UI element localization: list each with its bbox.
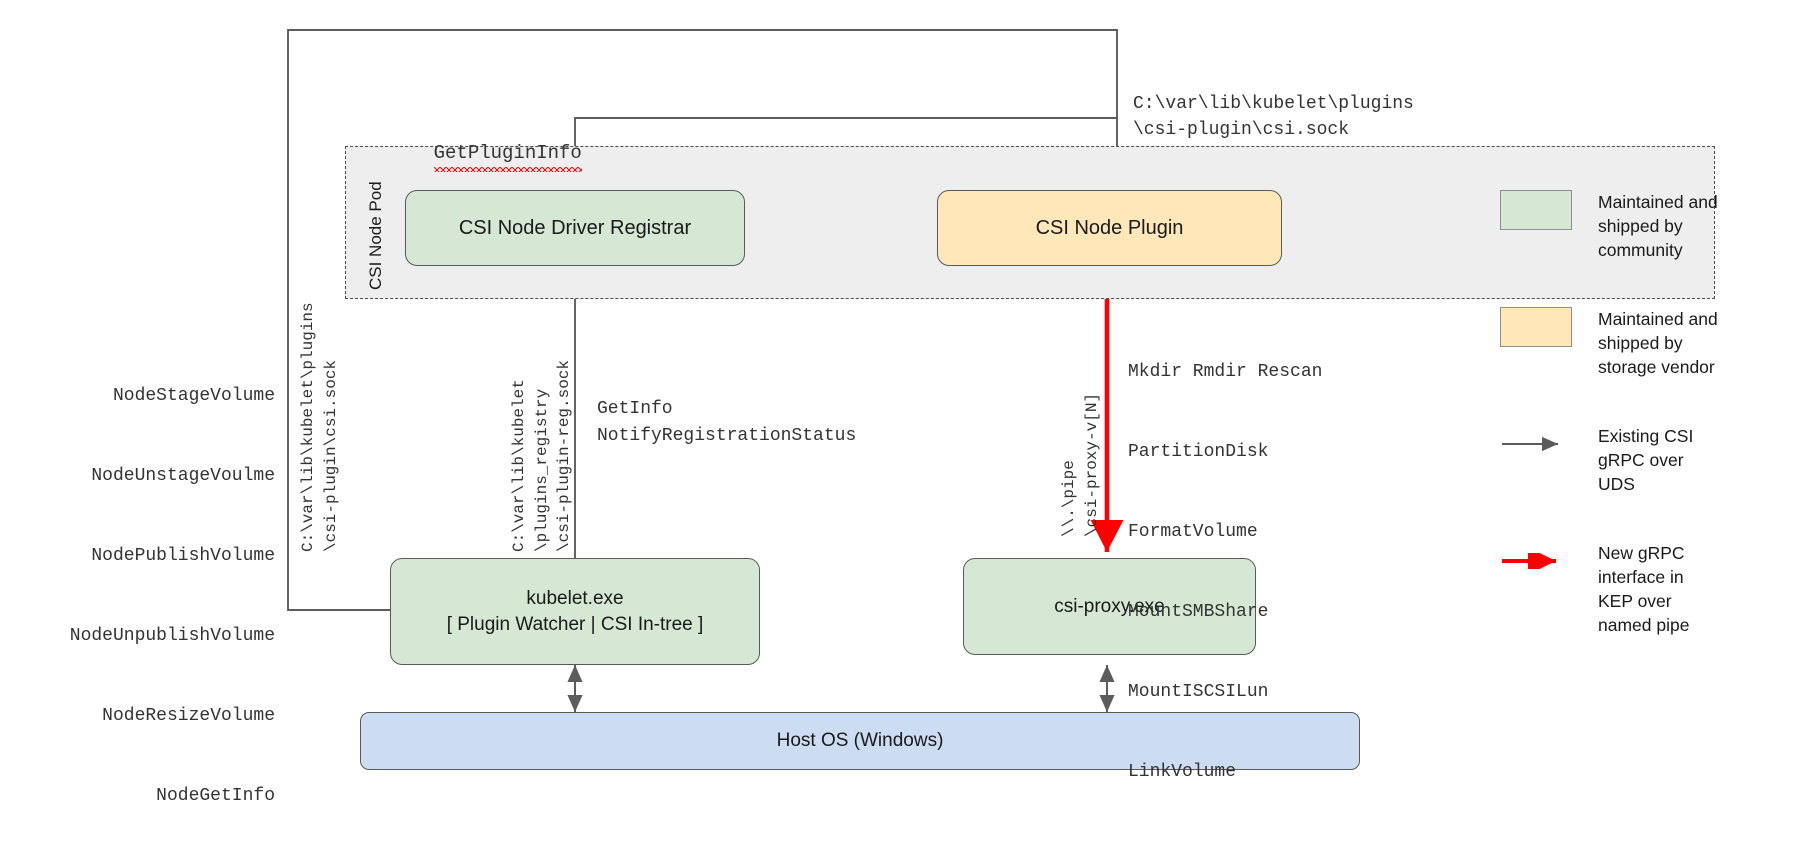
label-named-pipe-vertical: \\.\pipe \csi-proxy-v[N] <box>1060 392 1101 537</box>
node-csi-node-plugin[interactable]: CSI Node Plugin <box>937 190 1282 266</box>
node-csi-node-driver-registrar-label: CSI Node Driver Registrar <box>458 216 692 239</box>
node-csi-node-driver-registrar[interactable]: CSI Node Driver Registrar <box>405 190 745 266</box>
csi-node-rpc-item: NodeResizeVolume <box>102 705 275 726</box>
csi-node-rpc-item: NodeUnstageVoulme <box>91 466 275 487</box>
legend-arrow-gray-icon <box>1500 424 1572 464</box>
csi-node-pod-label: CSI Node Pod <box>366 181 385 290</box>
node-csi-proxy-exe-label: csi-proxy.exe <box>1054 595 1165 617</box>
legend-label-new-grpc: New gRPC interface in KEP over named pip… <box>1598 542 1690 635</box>
node-kubelet-exe[interactable]: kubelet.exe [ Plugin Watcher | CSI In-tr… <box>390 558 760 665</box>
csi-proxy-api-item: MountSMBShare <box>1128 601 1269 622</box>
node-kubelet-exe-sublabel: [ Plugin Watcher | CSI In-tree ] <box>446 613 704 635</box>
label-plugin-socket-path: C:\var\lib\kubelet\plugins \csi-plugin\c… <box>1133 94 1414 140</box>
csi-node-rpc-item: NodeGetInfo <box>156 785 275 806</box>
node-host-os-label: Host OS (Windows) <box>776 730 944 752</box>
label-registry-socket-vertical: C:\var\lib\kubelet \plugins_registry \cs… <box>510 359 574 552</box>
node-csi-node-plugin-label: CSI Node Plugin <box>1035 216 1184 239</box>
legend-arrow-red-icon <box>1500 541 1572 581</box>
label-kubelet-csi-socket-vertical: C:\var\lib\kubelet\plugins \csi-plugin\c… <box>299 302 340 552</box>
label-registration-calls: GetInfo NotifyRegistrationStatus <box>597 399 857 446</box>
legend-label-community: Maintained and shipped by community <box>1598 192 1718 260</box>
csi-proxy-api-list: Mkdir Rmdir Rescan PartitionDisk FormatV… <box>1128 306 1322 842</box>
csi-node-rpc-item: NodePublishVolume <box>91 546 275 566</box>
csi-node-rpc-list: NodeStageVolume NodeUnstageVoulme NodePu… <box>10 330 275 842</box>
csi-proxy-api-item: ListDiskLocations <box>1128 839 1322 842</box>
csi-node-rpc-item: NodeUnpublishVolume <box>69 625 275 646</box>
legend-item-storage-vendor: Maintained and shipped by storage vendor <box>1500 306 1800 380</box>
legend-swatch-vendor-yellow <box>1500 306 1572 347</box>
legend-label-storage-vendor: Maintained and shipped by storage vendor <box>1598 308 1718 377</box>
legend-item-existing-csi-grpc: Existing CSI gRPC over UDS <box>1500 424 1800 497</box>
csi-proxy-api-item: Mkdir Rmdir Rescan <box>1128 362 1323 383</box>
node-kubelet-exe-label: kubelet.exe <box>526 587 624 609</box>
legend-item-community: Maintained and shipped by community <box>1500 190 1800 263</box>
csi-proxy-api-item: FormatVolume <box>1128 522 1258 542</box>
label-get-plugin-info-text: GetPluginInfo <box>433 140 583 172</box>
legend: Maintained and shipped by community Main… <box>1500 190 1800 682</box>
csi-proxy-api-item: LinkVolume <box>1128 761 1237 782</box>
legend-swatch-community-green <box>1500 190 1572 230</box>
csi-node-rpc-item: NodeStageVolume <box>112 386 275 407</box>
csi-proxy-api-item: PartitionDisk <box>1128 442 1269 463</box>
legend-label-existing-csi-grpc: Existing CSI gRPC over UDS <box>1598 425 1694 494</box>
node-csi-proxy-exe[interactable]: csi-proxy.exe <box>963 558 1256 655</box>
node-host-os[interactable]: Host OS (Windows) <box>360 712 1360 770</box>
label-get-plugin-info: GetPluginInfo <box>388 113 583 194</box>
csi-proxy-api-item: MountISCSILun <box>1128 681 1269 702</box>
legend-item-new-grpc: New gRPC interface in KEP over named pip… <box>1500 541 1800 638</box>
